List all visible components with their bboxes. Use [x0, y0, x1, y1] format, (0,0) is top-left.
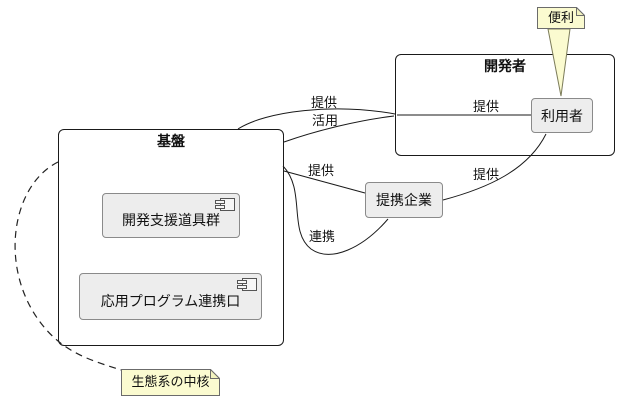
- edge-developer-foundation: [283, 115, 395, 143]
- node-foundation-title: 基盤: [157, 133, 185, 149]
- node-foundation: 基盤 開発支援道具群 応用プログラム連携口: [58, 129, 284, 346]
- node-user-label: 利用者: [541, 107, 583, 124]
- note-shape: [121, 369, 220, 396]
- node-dev-tools: 開発支援道具群: [102, 193, 240, 238]
- node-developer-title: 開発者: [484, 58, 526, 74]
- note-core-text: 生態系の中核: [131, 374, 210, 389]
- edge-label-provide-user-inner: 提供: [472, 99, 500, 114]
- node-partner: 提携企業: [365, 182, 443, 218]
- node-dev-tools-label: 開発支援道具群: [122, 212, 220, 228]
- edge-label-provide-top: 提供: [310, 95, 338, 110]
- edge-label-utilize: 活用: [311, 113, 339, 128]
- note-core: 生態系の中核: [121, 369, 220, 396]
- component-icon: [215, 198, 235, 211]
- node-partner-label: 提携企業: [376, 192, 432, 208]
- note-shape: [537, 7, 585, 29]
- edge-label-link: 連携: [308, 229, 336, 244]
- component-icon: [237, 278, 257, 291]
- note-benri: 便利: [537, 7, 585, 29]
- node-api-gateway-label: 応用プログラム連携口: [100, 293, 241, 309]
- node-user: 利用者: [531, 98, 593, 133]
- edge-label-provide-partner-user: 提供: [472, 167, 500, 182]
- edge-label-provide-partner: 提供: [307, 163, 335, 178]
- node-developer: 開発者 利用者: [395, 54, 615, 156]
- node-api-gateway: 応用プログラム連携口: [79, 273, 262, 320]
- note-benri-text: 便利: [547, 9, 574, 25]
